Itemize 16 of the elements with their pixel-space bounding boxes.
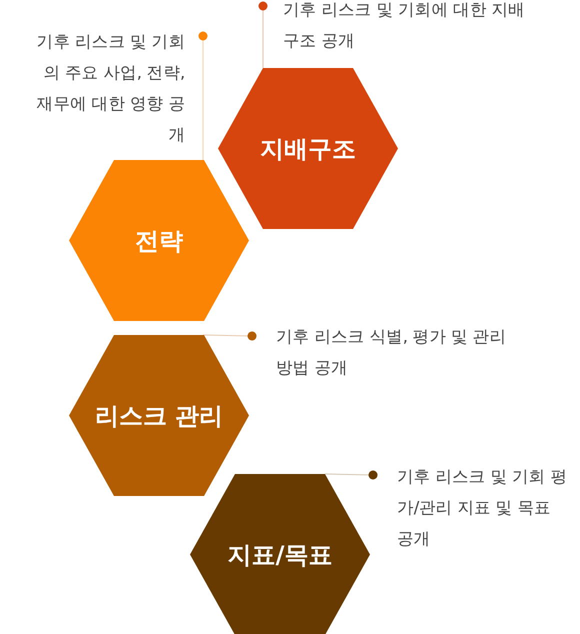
hexagon-shape: [69, 335, 249, 496]
hexagon-shape: [218, 68, 398, 229]
description-text: 기후 리스크 및 기회에 대한 지배구조 공개: [283, 0, 528, 56]
leader-line: [202, 332, 256, 340]
hexagon-shape: [190, 474, 370, 634]
leader-line: [324, 470, 378, 480]
leader-line: [258, 2, 268, 68]
description-text: 기후 리스크 식별, 평가 및 관리 방법 공개: [276, 321, 516, 383]
description-text: 기후 리스크 및 기회 평가/관리 지표 및 목표 공개: [397, 461, 572, 554]
description-text: 기후 리스크 및 기회의 주요 사업, 전략, 재무에 대한 영향 공개: [28, 26, 185, 150]
hexagon-title: 지배구조: [259, 134, 357, 164]
hexagon-title: 전략: [134, 226, 184, 256]
hexagon-title: 지표/목표: [226, 540, 334, 570]
hexagon-title: 리스크 관리: [94, 400, 224, 432]
hexagon-shape: [69, 160, 249, 321]
leader-line: [198, 32, 208, 160]
